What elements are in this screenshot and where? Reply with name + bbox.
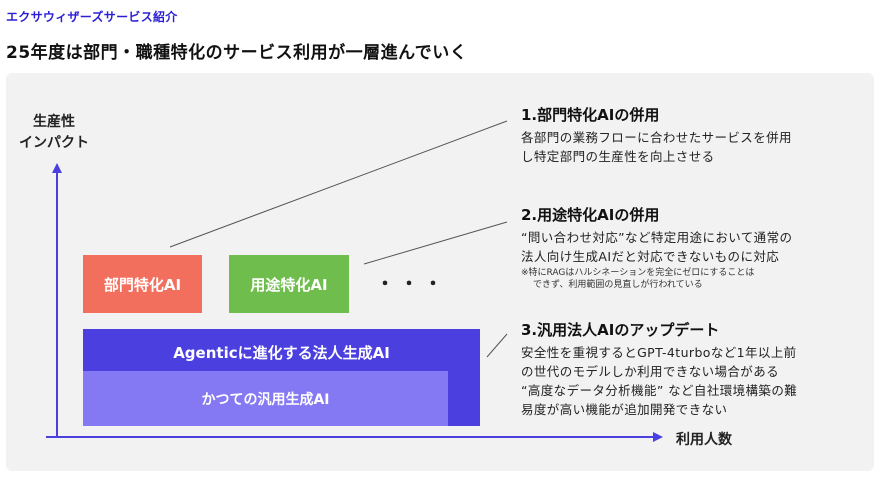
feature-desc-line: 安全性を重視するとGPT-4turboなど1年以上前 <box>521 345 797 360</box>
feature-desc-line: 易度が高い機能が追加開発できない <box>521 402 728 417</box>
feature-desc-line: “高度なデータ分析機能” など自社環境構築の難 <box>521 383 798 398</box>
connector-dept <box>169 120 508 248</box>
y-axis-arrow-icon <box>52 163 62 173</box>
feature-title: 1.部門特化AIの併用 <box>521 106 660 124</box>
feature-desc-line: 各部門の業務フローに合わせたサービスを併用 <box>521 130 792 145</box>
feature-desc-line: し特定部門の生産性を向上させる <box>521 149 715 164</box>
feature-general: 3.汎用法人AIのアップデート 安全性を重視するとGPT-4turboなど1年以… <box>521 319 866 419</box>
feature-description: 各部門の業務フローに合わせたサービスを併用 し特定部門の生産性を向上させる <box>521 128 866 166</box>
feature-note: ※特にRAGはハルシネーションを完全にゼロにすることは できず、利用範囲の見直し… <box>521 267 866 291</box>
former-general-ai-box: かつての汎用生成AI <box>83 371 448 426</box>
section-label: エクサウィザーズサービス紹介 <box>6 10 178 24</box>
x-axis-label: 利用人数 <box>676 432 732 448</box>
feature-dept: 1.部門特化AIの併用 各部門の業務フローに合わせたサービスを併用 し特定部門の… <box>521 104 866 166</box>
feature-desc-line: “問い合わせ対応”など特定用途において通常の <box>521 230 793 245</box>
agentic-ai-label: Agenticに進化する法人生成AI <box>173 344 390 362</box>
feature-note-line: できず、利用範囲の見直しが行われている <box>533 280 703 290</box>
x-axis-arrow-icon <box>653 432 663 442</box>
feature-title: 2.用途特化AIの併用 <box>521 206 660 224</box>
feature-title: 3.汎用法人AIのアップデート <box>521 321 720 339</box>
feature-use: 2.用途特化AIの併用 “問い合わせ対応”など特定用途において通常の 法人向け生… <box>521 204 866 291</box>
use-ai-box: 用途特化AI <box>229 255 349 313</box>
connector-use <box>363 221 508 265</box>
connector-agentic <box>486 333 508 358</box>
feature-desc-line: の世代のモデルしか利用できない場合がある <box>521 364 780 379</box>
y-axis-label: 生産性 インパクト <box>14 112 94 154</box>
more-ellipsis: ・・・ <box>376 274 448 295</box>
page-title: 25年度は部門・職種特化のサービス利用が一層進んでいく <box>6 43 468 63</box>
y-axis-label-line1: 生産性 <box>33 114 75 130</box>
feature-desc-line: 法人向け生成AIだと対応できないものに対応 <box>521 249 780 264</box>
feature-description: “問い合わせ対応”など特定用途において通常の 法人向け生成AIだと対応できないも… <box>521 228 866 266</box>
feature-description: 安全性を重視するとGPT-4turboなど1年以上前 の世代のモデルしか利用でき… <box>521 343 866 419</box>
feature-note-line: ※特にRAGはハルシネーションを完全にゼロにすることは <box>521 268 755 278</box>
y-axis-label-line2: インパクト <box>19 135 89 151</box>
dept-ai-box: 部門特化AI <box>83 255 202 313</box>
